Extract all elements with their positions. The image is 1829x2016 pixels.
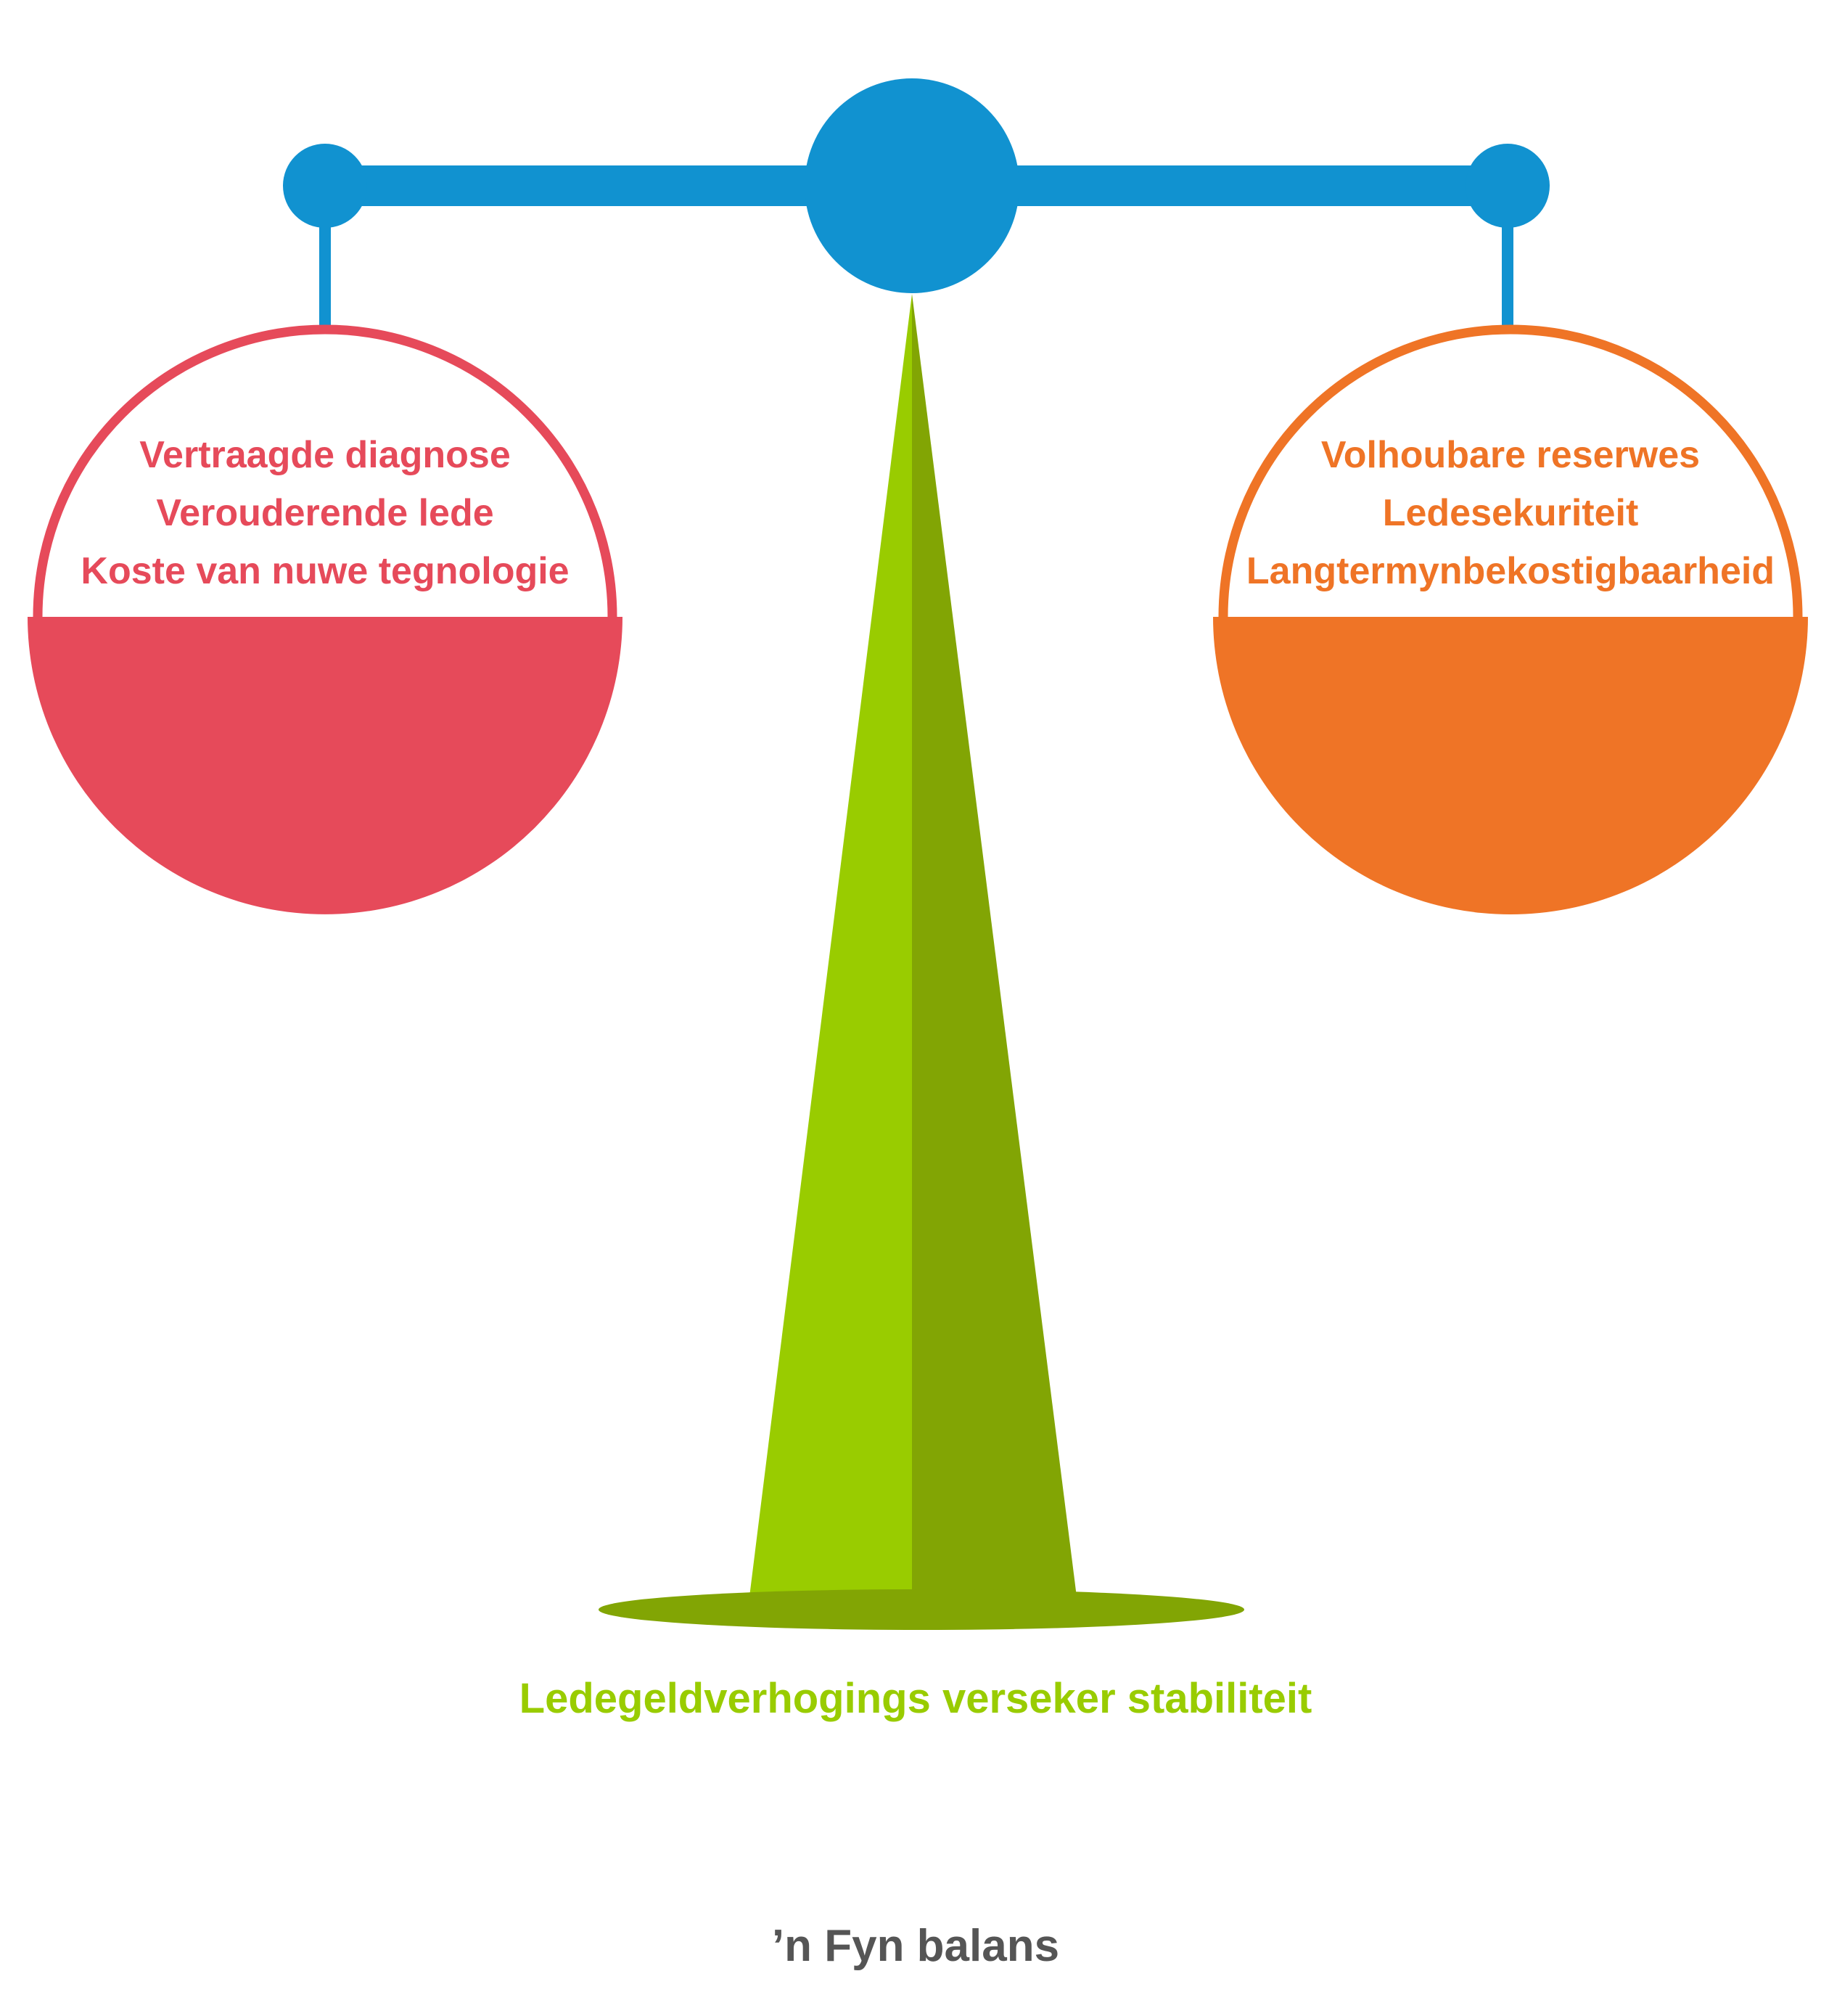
stand-base (599, 1589, 1244, 1630)
beam-right-end-knob (1466, 144, 1550, 228)
right-pan-item: Langtermynbekostigbaarheid (1246, 550, 1775, 592)
right-pan-bowl (1213, 617, 1808, 914)
right-pan-string (1502, 218, 1513, 334)
left-pan-outline (33, 324, 617, 618)
diagram-title: ’n Fyn balans (772, 1921, 1059, 1971)
stand-left-face (749, 294, 912, 1597)
left-pan-item: Koste van nuwe tegnologie (81, 550, 569, 592)
beam-left-end-knob (283, 144, 367, 228)
right-pan-outline (1218, 324, 1803, 618)
right-pan-item: Ledesekuriteit (1383, 492, 1639, 534)
left-pan-item: Vertraagde diagnose (139, 434, 511, 476)
left-pan-bowl (28, 617, 622, 914)
stand-caption: Ledegeldverhogings verseker stabiliteit (519, 1675, 1312, 1722)
left-pan-string (319, 218, 331, 334)
stand-right-face (912, 294, 1077, 1597)
right-pan-item: Volhoubare reserwes (1321, 434, 1700, 476)
beam-pivot-hub (805, 78, 1019, 293)
left-pan-item: Verouderende lede (156, 492, 493, 534)
